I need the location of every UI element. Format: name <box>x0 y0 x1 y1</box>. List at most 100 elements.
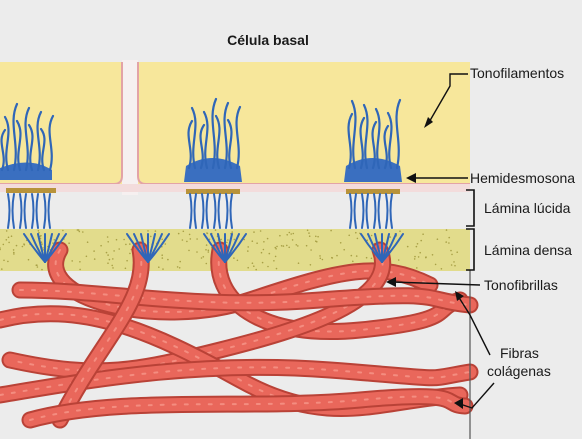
densa-dot <box>297 245 299 247</box>
densa-dot <box>201 257 203 259</box>
densa-dot <box>262 262 264 264</box>
densa-dot <box>126 260 128 262</box>
densa-dot <box>16 245 18 247</box>
densa-dot <box>161 254 163 256</box>
densa-dot <box>107 254 109 256</box>
densa-dot <box>23 243 25 245</box>
densa-dot <box>188 250 190 252</box>
densa-dot <box>425 257 427 259</box>
densa-dot <box>13 252 15 254</box>
densa-dot <box>407 246 409 248</box>
densa-dot <box>161 239 163 241</box>
densa-dot <box>112 258 114 260</box>
densa-dot <box>322 259 324 261</box>
densa-dot <box>451 264 453 266</box>
densa-dot <box>196 251 198 253</box>
densa-dot <box>125 244 127 246</box>
densa-dot <box>177 266 179 268</box>
densa-dot <box>41 269 43 271</box>
densa-dot <box>261 252 263 254</box>
densa-dot <box>419 252 421 254</box>
densa-dot <box>147 230 149 232</box>
densa-dot <box>389 236 391 238</box>
densa-dot <box>179 261 181 263</box>
densa-dot <box>206 244 208 246</box>
densa-dot <box>343 249 345 251</box>
densa-dot <box>162 268 164 270</box>
densa-dot <box>418 256 420 258</box>
densa-dot <box>40 235 42 237</box>
densa-dot <box>253 265 255 267</box>
densa-dot <box>308 232 310 234</box>
densa-dot <box>263 241 265 243</box>
densa-dot <box>398 259 400 261</box>
label-tonofilamentos: Tonofilamentos <box>470 65 564 81</box>
densa-dot <box>267 238 269 240</box>
densa-dot <box>109 259 111 261</box>
densa-dot <box>288 247 290 249</box>
densa-dot <box>112 267 114 269</box>
densa-dot <box>71 260 73 262</box>
densa-dot <box>448 237 450 239</box>
densa-dot <box>279 235 281 237</box>
densa-dot <box>414 256 416 258</box>
densa-dot <box>356 255 358 257</box>
densa-dot <box>414 258 416 260</box>
densa-dot <box>129 243 131 245</box>
densa-dot <box>316 241 318 243</box>
densa-dot <box>38 230 40 232</box>
densa-dot <box>275 256 277 258</box>
label-colagenas: colágenas <box>487 363 551 379</box>
densa-dot <box>179 267 181 269</box>
densa-dot <box>37 266 39 268</box>
densa-dot <box>435 264 437 266</box>
densa-dot <box>307 230 309 232</box>
densa-dot <box>111 265 113 267</box>
label-hemidesmosona: Hemidesmosona <box>470 170 575 186</box>
densa-dot <box>42 247 44 249</box>
densa-dot <box>456 251 458 253</box>
densa-dot <box>310 249 312 251</box>
densa-dot <box>276 268 278 270</box>
densa-dot <box>36 264 38 266</box>
densa-dot <box>231 231 233 233</box>
densa-dot <box>451 254 453 256</box>
densa-dot <box>150 236 152 238</box>
densa-dot <box>13 253 15 255</box>
densa-dot <box>416 246 418 248</box>
densa-dot <box>93 250 95 252</box>
densa-dot <box>162 257 164 259</box>
densa-dot <box>448 242 450 244</box>
densa-dot <box>276 246 278 248</box>
densa-dot <box>86 255 88 257</box>
densa-dot <box>317 236 319 238</box>
intercellular-space <box>122 60 138 195</box>
densa-dot <box>275 248 277 250</box>
densa-dot <box>450 250 452 252</box>
densa-dot <box>420 240 422 242</box>
densa-dot <box>3 244 5 246</box>
densa-dot <box>183 231 185 233</box>
densa-dot <box>234 239 236 241</box>
densa-dot <box>399 230 401 232</box>
densa-dot <box>292 239 294 241</box>
densa-dot <box>129 253 131 255</box>
densa-dot <box>78 229 80 231</box>
densa-dot <box>352 261 354 263</box>
densa-dot <box>453 261 455 263</box>
densa-dot <box>336 255 338 257</box>
densa-dot <box>6 230 8 232</box>
densa-dot <box>79 269 81 271</box>
label-tonofibrillas: Tonofibrillas <box>484 277 558 293</box>
label-fibras: Fibras <box>500 345 539 361</box>
densa-dot <box>116 239 118 241</box>
densa-dot <box>371 235 373 237</box>
densa-dot <box>13 249 15 251</box>
densa-dot <box>286 234 288 236</box>
densa-dot <box>100 245 102 247</box>
densa-dot <box>3 260 5 262</box>
densa-dot <box>437 238 439 240</box>
densa-dot <box>106 252 108 254</box>
densa-dot <box>68 242 70 244</box>
